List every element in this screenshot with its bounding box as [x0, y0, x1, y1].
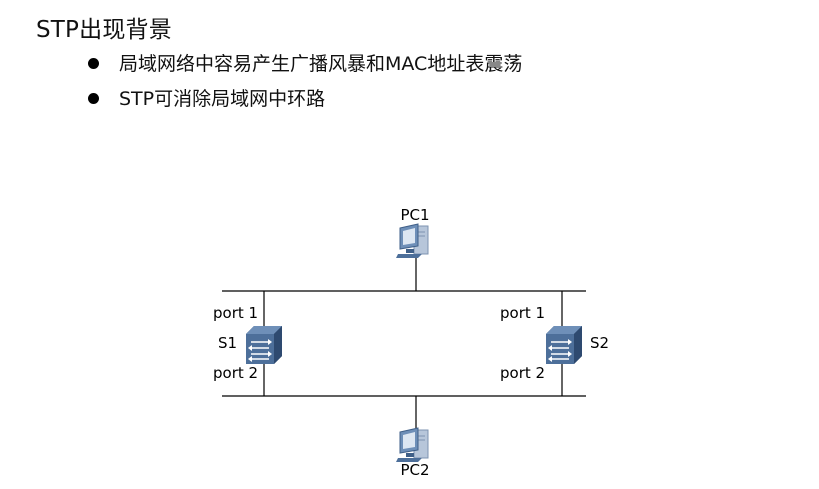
pc1-computer-icon: [395, 223, 429, 259]
s1-label: S1: [218, 334, 237, 352]
bullet-item: 局域网络中容易产生广播风暴和MAC地址表震荡: [88, 50, 522, 85]
bullet-list: 局域网络中容易产生广播风暴和MAC地址表震荡 STP可消除局域网中环路: [88, 50, 522, 120]
page-title: STP出现背景: [36, 17, 172, 43]
s1-switch-icon: [245, 325, 283, 365]
bullet-dot-icon: [88, 93, 99, 104]
pc2-label: PC2: [400, 461, 429, 479]
s1-port2-label: port 2: [213, 364, 258, 382]
bullet-text: 局域网络中容易产生广播风暴和MAC地址表震荡: [119, 53, 523, 75]
pc1-label: PC1: [400, 206, 429, 224]
s2-port2-label: port 2: [500, 364, 545, 382]
s2-label: S2: [590, 334, 609, 352]
bullet-dot-icon: [88, 58, 99, 69]
s1-port1-label: port 1: [213, 304, 258, 322]
pc2-computer-icon: [395, 427, 429, 463]
s2-switch-icon: [545, 325, 583, 365]
bullet-text: STP可消除局域网中环路: [119, 88, 326, 110]
s2-port1-label: port 1: [500, 304, 545, 322]
bullet-item: STP可消除局域网中环路: [88, 85, 522, 120]
